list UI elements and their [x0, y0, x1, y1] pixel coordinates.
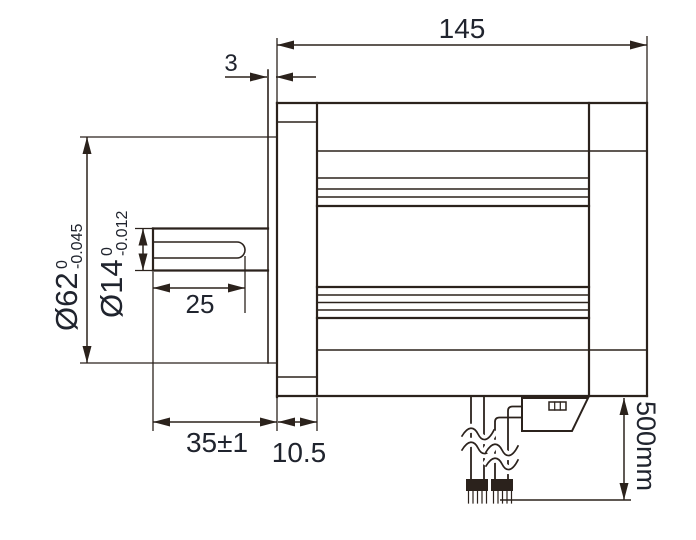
- extension-line: [80, 136, 277, 364]
- arrowhead: [250, 72, 267, 82]
- arrowhead: [82, 346, 92, 363]
- dim-label-d62-tol-upper: 0: [54, 260, 71, 269]
- arrowhead: [619, 398, 629, 415]
- dim-label-10-5: 10.5: [272, 437, 327, 468]
- dim-label-d62-tol-lower: -0.045: [69, 224, 86, 269]
- arrowhead: [278, 417, 295, 427]
- dim-shaft-extension: 35±1: [152, 272, 278, 458]
- connector-housing: [521, 397, 590, 432]
- dim-label-d14-tol-lower: -0.012: [114, 211, 131, 256]
- dim-label-25: 25: [186, 289, 215, 319]
- dim-label-d14-tol-upper: 0: [99, 247, 116, 256]
- dim-pilot-diameter: Ø62 0 -0.045: [49, 136, 277, 364]
- wire-sheath-end: [466, 479, 488, 491]
- keyway-flat: [152, 241, 246, 259]
- connector-pin-block: [548, 401, 567, 411]
- shaft: [151, 227, 270, 272]
- arrowhead: [82, 137, 92, 154]
- dim-shaft-diameter: Ø14 0 -0.012: [94, 211, 153, 318]
- arrowhead: [619, 483, 629, 500]
- connector-pins: [554, 401, 561, 411]
- extension-line: [135, 227, 153, 272]
- dim-label-d14: Ø14: [94, 259, 129, 318]
- arrowhead: [228, 283, 245, 293]
- dim-pilot-protrusion: 3: [224, 50, 316, 82]
- cable-break-symbols: [458, 423, 523, 474]
- dim-label-d62: Ø62: [49, 272, 84, 331]
- dim-lead-length: 500mm: [500, 398, 661, 501]
- arrowhead: [630, 40, 647, 50]
- dim-overall-length: 145: [276, 13, 648, 103]
- lead-wire: [494, 416, 523, 480]
- dim-label-3: 3: [224, 50, 237, 77]
- connector-and-wires: [458, 396, 590, 504]
- dim-keyway-length: 25: [153, 256, 246, 319]
- wire-strands: [467, 490, 513, 504]
- dim-label-145: 145: [439, 13, 486, 44]
- arrowhead: [153, 417, 170, 427]
- arrowhead: [260, 417, 277, 427]
- lead-wire: [507, 405, 523, 480]
- arrowhead: [138, 253, 148, 271]
- arrowhead: [276, 72, 293, 82]
- dim-flange-thickness: 10.5: [272, 398, 327, 468]
- arrowhead: [277, 40, 294, 50]
- arrowhead: [138, 228, 148, 246]
- arrowhead: [300, 417, 317, 427]
- wire-sheath-end: [491, 479, 513, 491]
- dim-label-500mm: 500mm: [631, 401, 661, 491]
- dim-label-35: 35±1: [186, 427, 248, 458]
- motor-body: [267, 69, 649, 399]
- arrowhead: [153, 283, 170, 293]
